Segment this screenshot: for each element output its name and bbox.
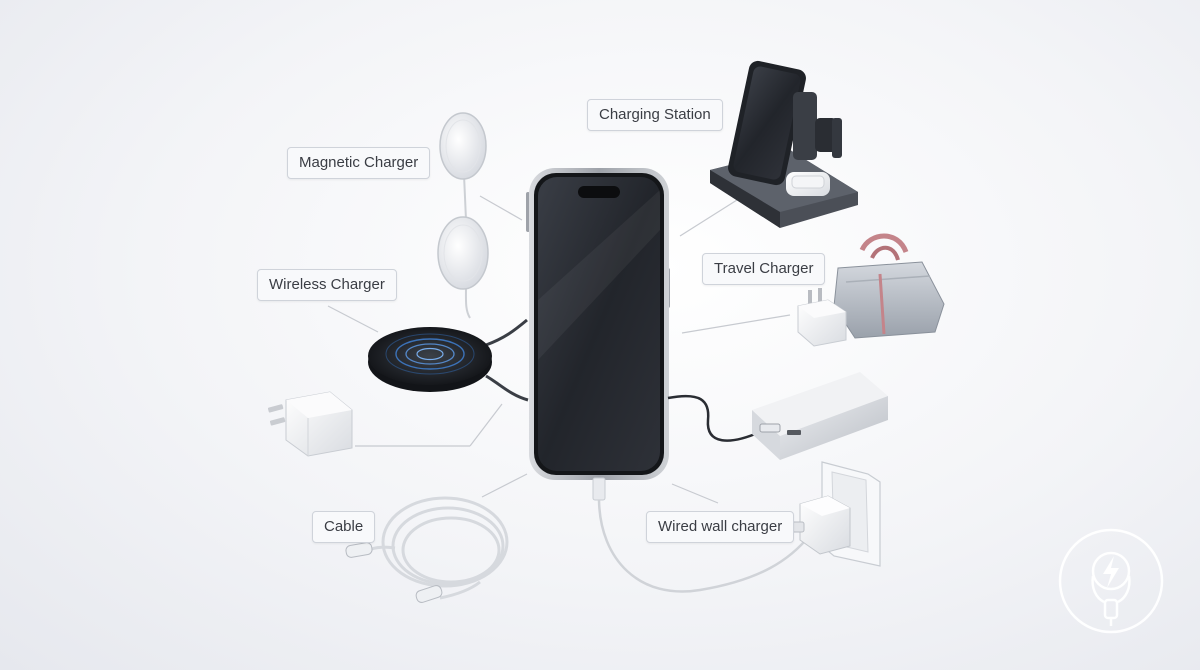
power-bank-icon bbox=[667, 372, 888, 460]
cable-label: Cable bbox=[312, 511, 376, 543]
wall-charger-icon bbox=[791, 461, 881, 567]
magnetic-charger-icon bbox=[437, 112, 489, 319]
smartphone-icon bbox=[526, 168, 670, 480]
lightning-bolt-logo bbox=[1058, 528, 1164, 634]
phone-to-wall-cable bbox=[592, 477, 811, 593]
travel-bag-icon bbox=[833, 233, 945, 339]
connector-lines bbox=[327, 195, 791, 504]
usb-power-adapter-icon bbox=[267, 391, 353, 457]
magnetic-charger-label: Magnetic Charger bbox=[287, 147, 431, 179]
charging-station-label: Charging Station bbox=[587, 99, 723, 131]
travel-charger-label: Travel Charger bbox=[702, 253, 826, 285]
wireless-charger-pad-icon bbox=[368, 318, 529, 402]
usb-c-cable-icon bbox=[367, 496, 509, 600]
wired-wall-charger-label: Wired wall charger bbox=[646, 511, 795, 543]
wireless-charger-label: Wireless Charger bbox=[257, 269, 397, 301]
travel-charger-icon bbox=[797, 288, 847, 347]
charging-station-icon bbox=[710, 60, 858, 228]
usb-c-connector-icon bbox=[345, 542, 443, 603]
